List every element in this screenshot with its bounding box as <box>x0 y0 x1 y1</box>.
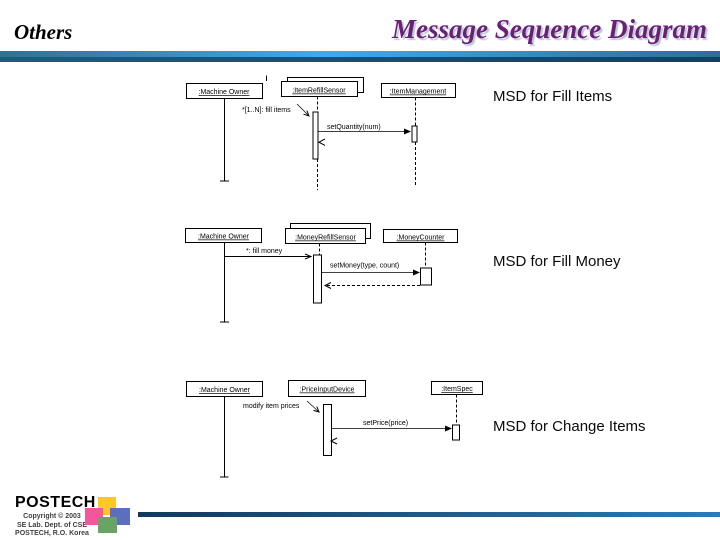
object-label: :ItemRefillSensor <box>292 88 346 95</box>
caption-change-items: MSD for Change Items <box>493 418 646 435</box>
activation-bar <box>420 267 432 286</box>
arrowhead <box>303 110 310 117</box>
object-box <box>285 228 366 244</box>
copyright-line: SE Lab. Dept. of CSE <box>16 521 87 529</box>
return-arrowhead <box>323 282 332 289</box>
return-arrowhead <box>317 138 326 146</box>
message-label: setPrice(price) <box>363 420 408 427</box>
object-label: :Machine Owner <box>199 387 251 394</box>
object-label: :MoneyCounter <box>397 235 446 242</box>
object-label: :Machine Owner <box>199 89 251 96</box>
postech-wordmark: POSTECH <box>15 494 96 511</box>
activation-bar <box>313 254 322 304</box>
logo-square-green <box>98 517 117 533</box>
copyright-text: Copyright © 2003 SE Lab. Dept. of CSE PO… <box>10 513 94 539</box>
header-divider-bar <box>0 51 720 62</box>
arrowhead <box>413 269 420 276</box>
divider-dark-band <box>0 57 720 62</box>
object-box <box>383 229 458 243</box>
activation-bar <box>323 404 332 456</box>
object-label: :PriceInputDevice <box>300 387 355 394</box>
copyright-line: POSTECH, R.O. Korea <box>15 530 89 537</box>
return-arrowhead <box>329 437 338 445</box>
message-label: setMoney(type, count) <box>330 263 399 270</box>
object-box <box>185 228 262 243</box>
message-label: *[1..N]: fill items <box>242 107 291 114</box>
arrowhead <box>313 406 320 413</box>
caption-fill-items: MSD for Fill Items <box>493 88 613 105</box>
message-arrow <box>296 103 310 117</box>
copyright-line: Copyright © 2003 <box>23 513 81 520</box>
arrowhead <box>404 128 411 135</box>
object-label: :Machine Owner <box>198 234 250 241</box>
activation-bar <box>452 424 460 441</box>
activation-bar <box>312 111 319 160</box>
postech-logo-squares <box>85 495 137 540</box>
object-label: :MoneyRefillSensor <box>295 235 356 242</box>
message-arrow <box>306 400 320 413</box>
msd-fill-money: :Machine Owner :MoneyRefillSensor :Money… <box>185 223 458 323</box>
msd-change-items: :Machine Owner :PriceInputDevice :ItemSp… <box>186 380 483 478</box>
object-box <box>381 83 456 98</box>
object-box <box>281 81 358 97</box>
message-label: setQuantity(num) <box>327 124 381 131</box>
divider-light-band <box>0 51 720 57</box>
object-label: :ItemSpec <box>441 386 473 393</box>
section-title: Others <box>14 20 73 44</box>
object-box <box>288 380 366 397</box>
message-label: *: fill money <box>246 248 283 255</box>
msd-fill-items: :Machine Owner :ItemRefillSensor :ItemMa… <box>186 75 456 190</box>
arrowhead <box>445 425 452 432</box>
footer-divider-bar <box>138 512 720 517</box>
caption-fill-money: MSD for Fill Money <box>493 253 621 270</box>
activation-bar <box>411 125 418 143</box>
arrowhead <box>304 253 313 260</box>
message-label: modify item prices <box>243 403 300 410</box>
slide-title: Message Sequence Diagram <box>392 14 707 44</box>
object-label: :ItemManagement <box>390 89 446 96</box>
